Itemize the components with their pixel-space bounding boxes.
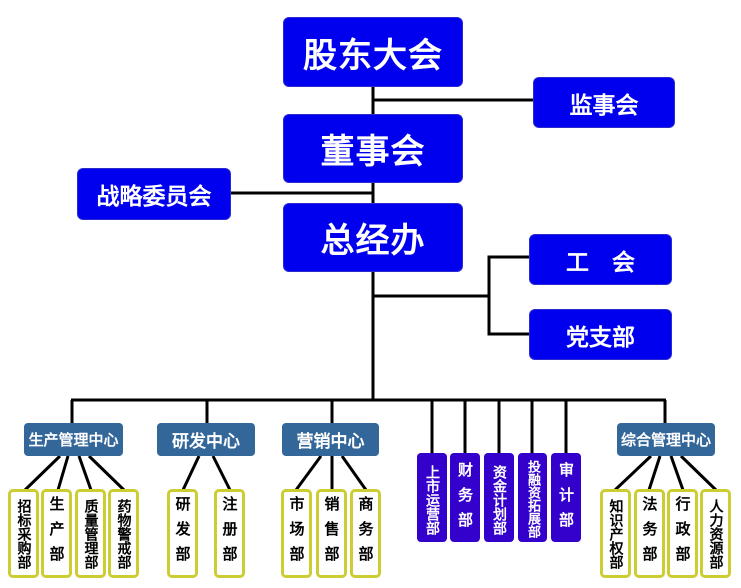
market-dept: 市场部 [281, 489, 312, 578]
admin-center-box: 综合管理中心 [617, 423, 715, 456]
sales-dept: 销售部 [316, 489, 347, 578]
rnd-center-box: 研发中心 [157, 423, 255, 456]
ip-dept: 知识产权部 [600, 489, 631, 578]
supervisory-board-box: 监事会 [533, 77, 675, 128]
finance-dept: 财务部 [450, 453, 480, 542]
rnd-dept: 研发部 [167, 489, 198, 578]
strategy-committee-box: 战略委员会 [77, 168, 231, 220]
production-center-box: 生产管理中心 [24, 423, 123, 456]
production-dept: 生产部 [41, 489, 72, 578]
audit-dept: 审计部 [551, 453, 581, 542]
legal-dept: 法务部 [634, 489, 665, 578]
general-manager-office-box: 总经办 [283, 203, 463, 272]
investment-financing-dept: 投融资拓展部 [518, 453, 547, 542]
board-of-directors-box: 董事会 [283, 114, 463, 183]
pharmacovigilance-dept: 药物警戒部 [108, 489, 139, 578]
procurement-dept: 招标采购部 [8, 489, 39, 578]
quality-dept: 质量管理部 [75, 489, 106, 578]
administration-dept: 行政部 [667, 489, 698, 578]
listing-operations-dept: 上市运营部 [417, 453, 447, 542]
registration-dept: 注册部 [214, 489, 245, 578]
fund-planning-dept: 资金计划部 [484, 453, 514, 542]
marketing-center-box: 营销中心 [282, 423, 379, 456]
commerce-dept: 商务部 [350, 489, 381, 578]
party-branch-box: 党支部 [529, 309, 672, 360]
labor-union-box: 工 会 [529, 234, 672, 285]
hr-dept: 人力资源部 [700, 489, 731, 578]
shareholders-meeting-box: 股东大会 [283, 17, 463, 87]
